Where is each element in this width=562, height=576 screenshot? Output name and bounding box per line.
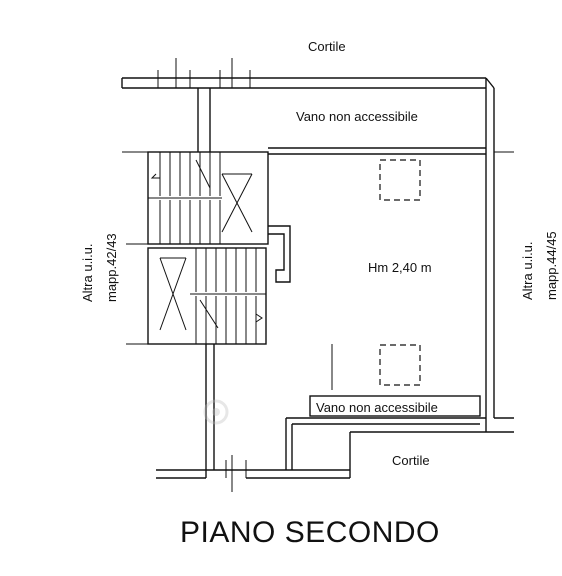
left-unit-line2: mapp.42/43 [104,233,119,302]
staircase-upper [122,151,269,245]
top-wall [121,58,486,89]
skylight-bottom [379,344,421,386]
lower-walls [156,344,514,492]
right-unit-label-2: mapp.44/45 [544,231,559,300]
left-unit-line1: Altra u.i.u. [80,243,95,302]
vano-top-label: Vano non accessibile [296,109,418,124]
skylight-top [379,159,421,201]
right-unit-line2: mapp.44/45 [544,231,559,300]
right-wall [485,77,514,432]
staircase-lower [126,247,267,345]
chimney-element [268,225,291,283]
left-unit-label-2: mapp.42/43 [104,233,119,302]
room-height-label: Hm 2,40 m [368,260,432,275]
plan-title: PIANO SECONDO [180,516,440,549]
vano-bottom-box [286,395,486,425]
cortile-top-label: Cortile [308,39,346,54]
right-unit-line1: Altra u.i.u. [520,241,535,300]
core-walls [197,88,486,155]
watermark-logo [203,399,229,425]
left-unit-label: Altra u.i.u. [80,243,95,302]
vano-bottom-label: Vano non accessibile [316,400,438,415]
right-unit-label: Altra u.i.u. [520,241,535,300]
cortile-bottom-label: Cortile [392,453,430,468]
